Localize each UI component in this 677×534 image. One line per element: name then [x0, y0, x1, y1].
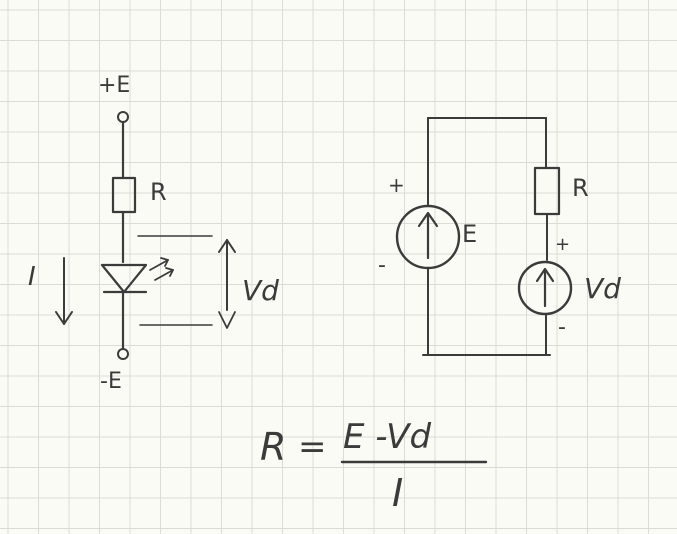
led-series-circuit: +E R -E I Vd	[28, 73, 279, 394]
current-arrow-head	[55, 311, 73, 325]
formula-equals: =	[298, 427, 327, 467]
source-e-label: E	[462, 220, 477, 248]
formula-numerator: E -Vd	[343, 417, 431, 457]
bottom-terminal-node	[117, 348, 129, 360]
source-vd-plus: +	[555, 234, 570, 255]
source-vd-arrow-head	[535, 267, 555, 283]
current-label: I	[28, 262, 36, 292]
formula: R = E -Vd I	[260, 417, 488, 515]
resistor-label-right: R	[572, 174, 589, 202]
source-e-plus: +	[388, 173, 405, 197]
bottom-terminal-label: -E	[100, 369, 122, 394]
top-terminal-node	[117, 111, 129, 123]
top-terminal-label: +E	[98, 73, 130, 98]
source-e-arrow-head	[417, 211, 439, 228]
voltage-arrow-head	[218, 239, 236, 253]
source-vd-label: Vd	[584, 272, 621, 305]
resistor-symbol	[111, 176, 137, 214]
light-emission-arrows	[149, 257, 174, 281]
source-e-minus: -	[378, 253, 386, 278]
voltage-arrow-tail	[218, 311, 236, 329]
formula-lhs: R	[260, 425, 286, 469]
voltage-label: Vd	[242, 274, 279, 307]
resistor-label: R	[150, 178, 167, 206]
resistor-symbol-right	[533, 166, 561, 216]
formula-denominator: I	[392, 471, 403, 515]
source-vd-minus: -	[558, 315, 566, 340]
led-symbol	[100, 263, 148, 294]
equivalent-circuit: E + - R + Vd -	[378, 117, 621, 356]
source-e-circle	[395, 204, 461, 270]
